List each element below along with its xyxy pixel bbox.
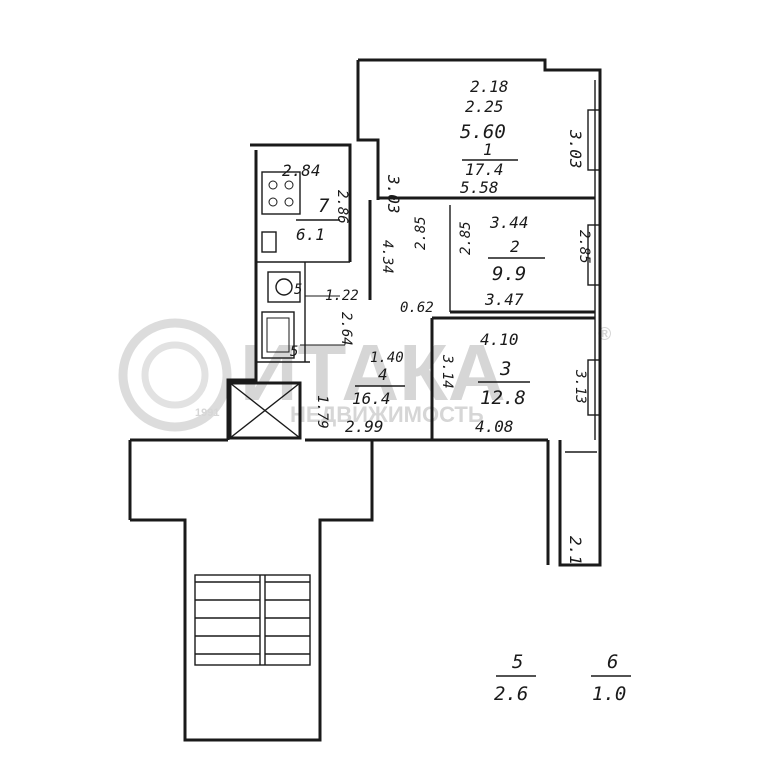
legend-5-area: 2.6 [494, 683, 528, 705]
room-1: 2.18 2.25 5.60 1 17.4 5.58 3.03 3.03 [384, 77, 585, 214]
room-3: 4.10 3 12.8 4.08 3.14 3.13 [439, 330, 588, 436]
bathroom: 1.22 5 5 [290, 282, 359, 360]
room-1-bottom: 5.58 [460, 178, 499, 197]
room-3-top: 4.10 [480, 330, 519, 349]
room-1-side-left: 3.03 [384, 174, 403, 214]
room-2-bottom: 3.47 [484, 290, 524, 309]
room-3-number: 3 [499, 358, 511, 380]
room-2-side-left: 2.85 [413, 216, 429, 250]
room-1-number: 1 [483, 140, 493, 159]
room-7-area: 6.1 [296, 225, 325, 244]
legend-6-area: 1.0 [592, 683, 626, 705]
balcony-side: 2.1 [566, 536, 585, 565]
room-7: 2.84 7 6.1 2.86 [282, 161, 350, 244]
room-2-top: 3.44 [489, 213, 529, 232]
room-2-side-left2: 2.85 [458, 221, 474, 255]
room-2-area: 9.9 [492, 263, 526, 285]
room-3-area: 12.8 [480, 387, 526, 409]
windows [587, 109, 601, 416]
room-4: 1.40 4 16.4 2.99 1.79 2.64 4.34 0.62 [314, 240, 434, 436]
room-2: 3.44 2 9.9 3.47 2.85 2.85 2.85 [413, 213, 592, 309]
room-4-area: 16.4 [352, 389, 391, 408]
room-4-small: 0.62 [400, 300, 434, 316]
room-1-area: 17.4 [465, 160, 504, 179]
room-1-side-right: 3.03 [566, 129, 585, 169]
room-4-side-mid: 2.64 [338, 312, 354, 346]
bath-label-b: 5 [290, 344, 298, 360]
room-3-side-left: 3.14 [439, 354, 455, 389]
elevator-shaft [228, 381, 302, 440]
room-3-bottom: 4.08 [475, 417, 514, 436]
room-2-side-right: 2.85 [576, 230, 592, 264]
room-7-side: 2.86 [334, 190, 350, 224]
bath-label-a: 5 [294, 282, 302, 298]
watermark: ИТАКА 1991 НЕДВИЖИМОСТЬ ® [118, 318, 611, 432]
watermark-subtitle: НЕДВИЖИМОСТЬ [290, 402, 484, 427]
legend: 5 2.6 6 1.0 [494, 651, 631, 705]
legend-6-number: 6 [607, 651, 618, 673]
room-3-side-right: 3.13 [572, 369, 588, 404]
room-4-side-left: 1.79 [314, 395, 330, 429]
watermark-brand: ИТАКА [240, 328, 506, 417]
room-4-side-up: 4.34 [379, 240, 395, 274]
legend-5-number: 5 [512, 651, 523, 673]
staircase [194, 574, 311, 666]
room-1-top: 2.18 [470, 77, 509, 96]
kitchen-stove [261, 171, 301, 253]
partitions [256, 196, 595, 440]
room-2-number: 2 [510, 237, 520, 256]
watermark-year: 1991 [195, 407, 219, 419]
room-4-number: 4 [378, 365, 388, 384]
bath-width: 1.22 [325, 288, 359, 304]
room-7-top: 2.84 [282, 161, 321, 180]
bath-fixtures [261, 271, 301, 359]
room-7-number: 7 [318, 195, 330, 217]
room-4-top: 1.40 [370, 350, 404, 366]
room-1-line3: 5.60 [460, 121, 506, 143]
outer-walls [128, 58, 602, 742]
room-4-bottom: 2.99 [345, 417, 384, 436]
room-1-line2: 2.25 [465, 97, 504, 116]
